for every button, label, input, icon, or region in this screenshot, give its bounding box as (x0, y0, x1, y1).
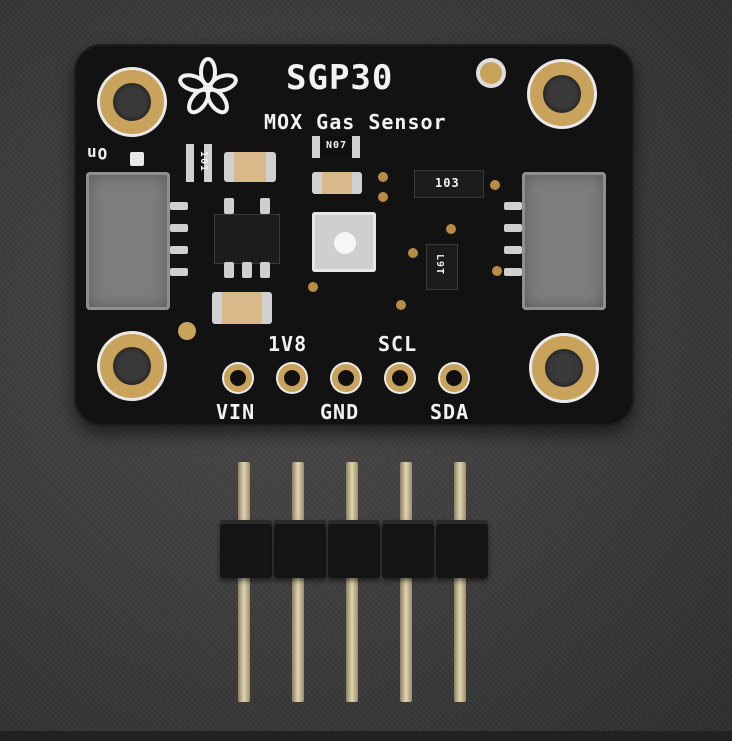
regulator-pin (260, 262, 270, 278)
header-pin (454, 462, 466, 702)
via (378, 172, 388, 182)
connector-pin (504, 268, 522, 276)
regulator-pin (224, 198, 234, 214)
connector-pin (504, 246, 522, 254)
board-title: SGP30 (286, 58, 394, 98)
header-housing (436, 520, 488, 578)
capacitor (312, 172, 362, 194)
mounting-hole-bottom-left (100, 334, 164, 398)
mounting-hole-top-right (530, 62, 594, 126)
pad-gnd (332, 364, 360, 392)
header-housing (328, 520, 380, 578)
mounting-hole-top-left (100, 70, 164, 134)
via (308, 282, 318, 292)
via (396, 300, 406, 310)
adafruit-flower-icon (178, 57, 238, 115)
power-led (130, 152, 144, 166)
resistor-n07: N07 (312, 136, 360, 158)
ic-label: L9T (434, 253, 446, 276)
level-shifter-chip: L9T (426, 244, 458, 290)
fiducial-top (480, 62, 502, 84)
stemma-qt-connector-right (504, 172, 606, 310)
via (492, 266, 502, 276)
pad-sda (440, 364, 468, 392)
header-housing (220, 520, 272, 578)
regulator-pin (242, 262, 252, 278)
connector-pin (170, 224, 188, 232)
resistor-101: 101 (186, 144, 212, 182)
header-pin (400, 462, 412, 702)
header-pin (238, 462, 250, 702)
via (490, 180, 500, 190)
stemma-qt-connector-left (86, 172, 188, 310)
via (378, 192, 388, 202)
pin-label-1v8: 1V8 (268, 332, 308, 356)
capacitor (212, 292, 272, 324)
pin-header-strip (220, 462, 488, 702)
sgp30-sensor-chip (312, 212, 376, 272)
header-pin (346, 462, 358, 702)
connector-pin (170, 202, 188, 210)
resistor-network-103: 103 (414, 170, 484, 198)
pin-label-gnd: GND (320, 400, 360, 424)
connector-pin (170, 246, 188, 254)
connector-pin (504, 224, 522, 232)
voltage-regulator-chip (214, 214, 280, 264)
pin-label-sda: SDA (430, 400, 470, 424)
resistor-label: 101 (198, 150, 210, 173)
connector-pin (504, 202, 522, 210)
resistor-label: N07 (326, 140, 348, 151)
via (446, 224, 456, 234)
pin-label-scl: SCL (378, 332, 418, 356)
regulator-pin (260, 198, 270, 214)
fiducial-bottom (178, 322, 196, 340)
pin-label-vin: VIN (216, 400, 256, 424)
capacitor (224, 152, 276, 182)
sgp30-breakout-board: SGP30 MOX Gas Sensor On 101 N07 (74, 44, 634, 426)
board-subtitle: MOX Gas Sensor (264, 110, 447, 134)
header-housing (382, 520, 434, 578)
header-pin (292, 462, 304, 702)
pad-scl (386, 364, 414, 392)
pad-1v8 (278, 364, 306, 392)
header-housing (274, 520, 326, 578)
mounting-hole-bottom-right (532, 336, 596, 400)
led-label: On (86, 144, 108, 163)
sensor-window (334, 232, 356, 254)
bottom-edge (0, 731, 732, 741)
regulator-pin (224, 262, 234, 278)
connector-pin (170, 268, 188, 276)
pad-vin (224, 364, 252, 392)
resistor-network-label: 103 (435, 176, 460, 190)
via (408, 248, 418, 258)
